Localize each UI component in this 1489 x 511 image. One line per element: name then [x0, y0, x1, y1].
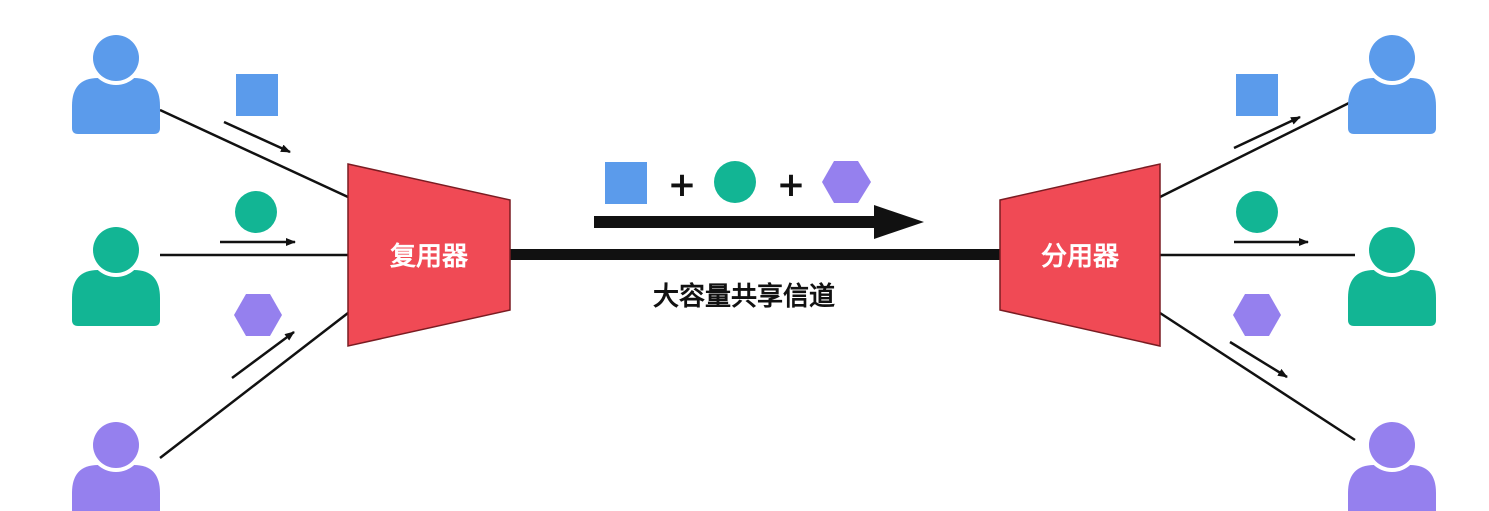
combined-hexagon-signal: [822, 161, 871, 203]
line-user-purple-left: [159, 312, 349, 459]
left-input-lines: [159, 108, 349, 459]
plus-sign-2: +: [777, 165, 806, 205]
left-square-signal: [236, 74, 278, 116]
left-hexagon-signal: [234, 294, 282, 336]
user-blue-right-icon: [1348, 31, 1436, 134]
left-direction-arrows: [220, 120, 296, 380]
user-green-left-icon: [72, 223, 160, 326]
right-square-signal: [1236, 74, 1278, 116]
demultiplexer: 分用器: [999, 163, 1161, 347]
multiplexer-label: 复用器: [390, 242, 469, 272]
user-head: [93, 35, 139, 81]
demultiplexer-label: 分用器: [1041, 242, 1120, 272]
combined-square-signal: [605, 162, 647, 204]
plus-sign-1: +: [668, 165, 697, 205]
combined-circle-signal: [714, 161, 756, 203]
left-circle-signal: [235, 191, 277, 233]
line-user-purple-right: [1159, 311, 1356, 442]
user-body: [72, 78, 160, 134]
user-body: [1348, 270, 1436, 326]
right-output-lines: [1159, 98, 1356, 442]
arrow-blue-left: [223, 120, 291, 154]
user-blue-left-icon: [72, 31, 160, 134]
arrow-purple-right: [1229, 340, 1288, 379]
right-circle-signal: [1236, 191, 1278, 233]
channel-direction-arrow: [594, 205, 924, 239]
user-green-right-icon: [1348, 223, 1436, 326]
user-body: [72, 465, 160, 511]
multiplexer-shape: [347, 163, 511, 347]
user-head: [1369, 227, 1415, 273]
arrow-blue-right: [1233, 115, 1301, 150]
user-head: [1369, 422, 1415, 468]
user-head: [1369, 35, 1415, 81]
user-head: [93, 227, 139, 273]
user-body: [72, 270, 160, 326]
line-user-blue-left: [159, 108, 349, 199]
users: [72, 31, 1436, 511]
user-purple-right-icon: [1348, 418, 1436, 511]
user-head: [93, 422, 139, 468]
user-body: [1348, 465, 1436, 511]
arrow-purple-left: [231, 330, 295, 380]
shared-channel: [510, 249, 1000, 260]
demultiplexer-shape: [999, 163, 1161, 347]
right-hexagon-signal: [1233, 294, 1281, 336]
user-purple-left-icon: [72, 418, 160, 511]
line-user-blue-right: [1159, 98, 1356, 199]
channel-label: 大容量共享信道: [653, 281, 835, 312]
user-body: [1348, 78, 1436, 134]
right-direction-arrows: [1229, 115, 1309, 379]
combined-signal: + +: [605, 161, 871, 205]
multiplexer: 复用器: [347, 163, 511, 347]
